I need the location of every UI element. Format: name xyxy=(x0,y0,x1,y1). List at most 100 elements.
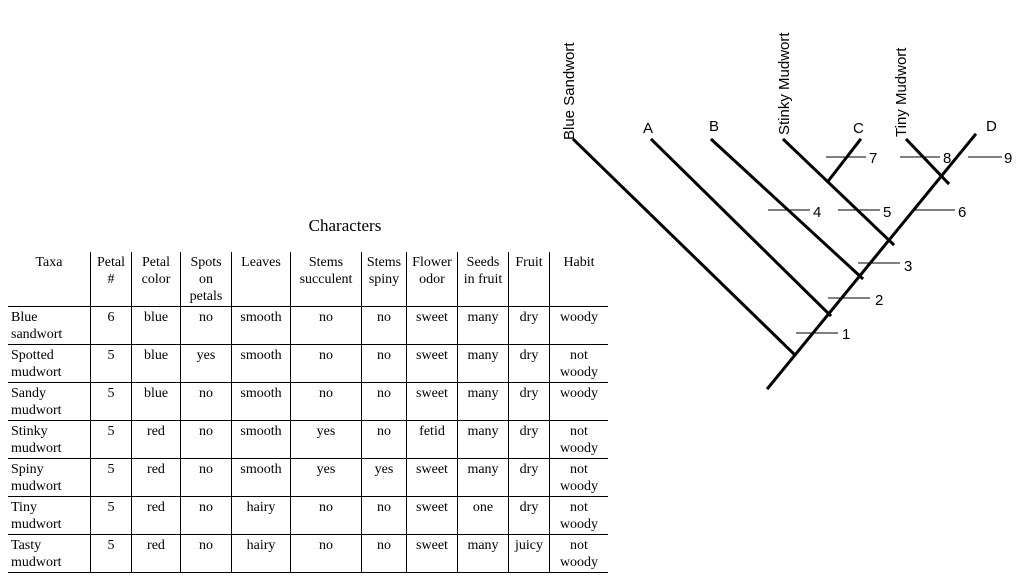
cell-petal-color: blue xyxy=(131,344,181,383)
cell-petal-number: 5 xyxy=(90,458,132,497)
header-flower-odor: Flower odor xyxy=(406,252,458,307)
cell-habit: not woody xyxy=(549,420,608,459)
cell-fruit: dry xyxy=(508,458,550,497)
character-mark-6: 6 xyxy=(958,204,966,221)
cell-petal-color: red xyxy=(131,458,181,497)
cell-spots: no xyxy=(180,382,232,421)
cell-petal-number: 5 xyxy=(90,420,132,459)
cell-petal-color: red xyxy=(131,496,181,535)
header-leaves: Leaves xyxy=(231,252,291,307)
cell-fruit: dry xyxy=(508,496,550,535)
header-seeds-in-fruit: Seeds in fruit xyxy=(457,252,509,307)
taxon-label-blue-sandwort: Blue Sandwort xyxy=(561,42,578,140)
cell-habit: woody xyxy=(549,382,608,421)
header-stems-spiny: Stems spiny xyxy=(361,252,407,307)
cell-stems-spiny: no xyxy=(361,534,407,573)
cell-spots: no xyxy=(180,458,232,497)
cell-habit: not woody xyxy=(549,496,608,535)
branch-tiny-mudwort xyxy=(904,137,951,186)
cell-seeds: many xyxy=(457,344,509,383)
header-fruit: Fruit xyxy=(508,252,550,307)
branch-stinky-mudwort xyxy=(781,137,896,247)
branch-blue-sandwort xyxy=(571,137,798,358)
cell-stems-succulent: no xyxy=(290,306,362,345)
cell-flower-odor: fetid xyxy=(406,420,458,459)
cell-leaves: smooth xyxy=(231,420,291,459)
cell-stems-spiny: no xyxy=(361,306,407,345)
table-row: Sandy mudwort 5 blue no smooth no no swe… xyxy=(8,382,608,421)
cell-spots: no xyxy=(180,534,232,573)
cell-seeds: many xyxy=(457,534,509,573)
cell-fruit: dry xyxy=(508,306,550,345)
cell-stems-spiny: yes xyxy=(361,458,407,497)
cell-petal-number: 5 xyxy=(90,344,132,383)
branch-c xyxy=(826,137,863,183)
cell-leaves: smooth xyxy=(231,382,291,421)
cell-stems-spiny: no xyxy=(361,420,407,459)
taxon-label-c: C xyxy=(853,120,864,137)
character-mark-4: 4 xyxy=(813,204,821,221)
taxon-label-a: A xyxy=(643,120,653,137)
branch-a xyxy=(649,137,833,318)
cell-seeds: one xyxy=(457,496,509,535)
cell-petal-color: blue xyxy=(131,306,181,345)
cell-seeds: many xyxy=(457,420,509,459)
taxon-name: Spotted mudwort xyxy=(8,344,91,383)
taxon-label-tiny-mudwort: Tiny Mudwort xyxy=(893,47,910,137)
cell-seeds: many xyxy=(457,306,509,345)
table-row: Tiny mudwort 5 red no hairy no no sweet … xyxy=(8,496,608,535)
cell-stems-spiny: no xyxy=(361,344,407,383)
character-mark-3: 3 xyxy=(904,258,912,275)
cell-fruit: dry xyxy=(508,344,550,383)
character-mark-9: 9 xyxy=(1004,150,1012,167)
cell-habit: woody xyxy=(549,306,608,345)
table-row: Tasty mudwort 5 red no hairy no no sweet… xyxy=(8,534,608,573)
branch-b xyxy=(709,137,865,281)
cell-flower-odor: sweet xyxy=(406,306,458,345)
cell-fruit: dry xyxy=(508,382,550,421)
cell-spots: no xyxy=(180,306,232,345)
header-petal-color: Petal color xyxy=(131,252,181,307)
taxon-label-d: D xyxy=(986,118,997,135)
character-mark-8: 8 xyxy=(943,150,951,167)
cell-flower-odor: sweet xyxy=(406,458,458,497)
cell-petal-color: red xyxy=(131,420,181,459)
cell-petal-number: 6 xyxy=(90,306,132,345)
cell-habit: not woody xyxy=(549,344,608,383)
taxon-name: Tasty mudwort xyxy=(8,534,91,573)
cell-stems-succulent: no xyxy=(290,496,362,535)
cell-leaves: smooth xyxy=(231,344,291,383)
cell-petal-number: 5 xyxy=(90,534,132,573)
character-table: Taxa Petal # Petal color Spots on petals… xyxy=(8,252,608,573)
taxon-name: Blue sandwort xyxy=(8,306,91,345)
cell-spots: no xyxy=(180,496,232,535)
cell-spots: yes xyxy=(180,344,232,383)
cell-leaves: hairy xyxy=(231,496,291,535)
header-habit: Habit xyxy=(549,252,608,307)
cell-flower-odor: sweet xyxy=(406,496,458,535)
cell-stems-spiny: no xyxy=(361,496,407,535)
header-petal-number: Petal # xyxy=(90,252,132,307)
cell-seeds: many xyxy=(457,458,509,497)
character-mark-7: 7 xyxy=(869,150,877,167)
cell-spots: no xyxy=(180,420,232,459)
cell-seeds: many xyxy=(457,382,509,421)
cell-leaves: smooth xyxy=(231,458,291,497)
table-row: Spiny mudwort 5 red no smooth yes yes sw… xyxy=(8,458,608,497)
characters-title: Characters xyxy=(308,216,382,235)
cell-fruit: juicy xyxy=(508,534,550,573)
cell-habit: not woody xyxy=(549,534,608,573)
cell-leaves: hairy xyxy=(231,534,291,573)
cell-petal-color: blue xyxy=(131,382,181,421)
table-row: Stinky mudwort 5 red no smooth yes no fe… xyxy=(8,420,608,459)
taxon-label-stinky-mudwort: Stinky Mudwort xyxy=(776,32,793,135)
cladogram-trunk-to-d xyxy=(765,132,978,391)
cell-stems-succulent: yes xyxy=(290,458,362,497)
character-mark-1: 1 xyxy=(842,326,850,343)
taxon-name: Stinky mudwort xyxy=(8,420,91,459)
cell-stems-succulent: yes xyxy=(290,420,362,459)
table-row: Spotted mudwort 5 blue yes smooth no no … xyxy=(8,344,608,383)
cell-flower-odor: sweet xyxy=(406,534,458,573)
cell-flower-odor: sweet xyxy=(406,344,458,383)
